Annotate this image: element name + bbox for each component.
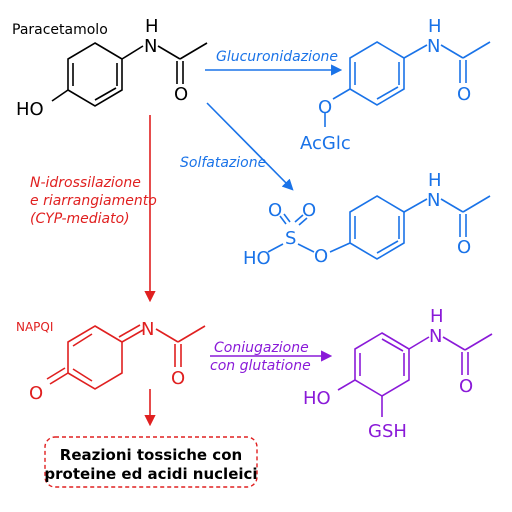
glutathione-label-line2: con glutatione xyxy=(210,358,311,374)
paracetamol-n: N xyxy=(144,36,157,57)
glucuronide-acglc: AcGlc xyxy=(300,133,351,154)
paracetamol-bond xyxy=(179,42,208,60)
sulfate-ring-double-bond xyxy=(376,240,399,254)
sulfate-s: S xyxy=(285,228,296,249)
sulfate-bond xyxy=(462,195,491,213)
glucuronide-bond xyxy=(332,88,351,100)
gsh-conjugate-ring-double-bond xyxy=(381,338,404,352)
gsh-conjugate-bond xyxy=(408,336,430,350)
glucuronide-molecule xyxy=(324,41,491,127)
napqi-quinone-ring xyxy=(67,325,123,390)
gsh-conjugate-bond xyxy=(464,333,493,351)
gsh-conjugate-bond xyxy=(337,379,356,391)
glucuronide-bond xyxy=(440,44,464,59)
glucuronide-ring-double-bond xyxy=(376,86,399,100)
sulfate-ho: HO xyxy=(243,248,271,269)
sulfate-bond xyxy=(329,242,351,253)
glucuronide-o-carbonyl: O xyxy=(457,84,471,105)
napqi-quinone-double-bond xyxy=(49,372,69,385)
paracetamol-bond xyxy=(121,45,144,60)
outcome-line2: proteine ed acidi nucleici xyxy=(44,465,257,483)
sulfate-so-double-bond xyxy=(294,214,304,223)
n-hydroxylation-label-line2: e riarrangiamento xyxy=(30,193,157,209)
sulfate-so-double-bond xyxy=(298,217,308,226)
sulfate-so-double-bond xyxy=(279,215,287,225)
sulfate-bond xyxy=(297,243,315,253)
sulfate-so-double-bond xyxy=(283,213,291,223)
paracetamol-ring-double-bond xyxy=(94,87,117,101)
glucuronide-h: H xyxy=(428,16,442,37)
gsh-conjugate-o-carbonyl: O xyxy=(459,376,473,397)
sulfate-bond xyxy=(440,198,464,213)
napqi-ring-double-bond xyxy=(72,333,93,347)
paracetamol-bond xyxy=(157,45,181,60)
glucuronide-benzene-ring xyxy=(349,41,405,106)
napqi-bond xyxy=(155,328,179,343)
gsh-conjugate-n: N xyxy=(429,326,442,347)
gsh-conjugate-ho: HO xyxy=(303,388,331,409)
sulfate-o-ether: O xyxy=(314,246,328,267)
paracetamol-ho: HO xyxy=(16,99,44,120)
sulfate-o-carbonyl: O xyxy=(457,237,471,258)
n-hydroxylation-label-line3: (CYP-mediato) xyxy=(30,211,130,227)
sulfate-molecule xyxy=(267,195,491,260)
paracetamol-benzene-ring xyxy=(67,42,123,107)
glutathione-label-line1: Coniugazione xyxy=(214,340,309,356)
glucuronide-bond xyxy=(462,41,491,59)
gsh-conjugate-benzene-ring xyxy=(354,332,410,397)
sulfate-h: H xyxy=(428,170,442,191)
sulfate-bond xyxy=(403,198,428,213)
napqi-imine-double-bond xyxy=(118,324,141,338)
napqi-quinone-double-bond xyxy=(46,367,66,380)
sulfation-arrow xyxy=(206,102,294,191)
paracetamol-o: O xyxy=(174,84,188,105)
glucuronide-n: N xyxy=(427,36,440,57)
napqi-o-carbonyl: O xyxy=(171,368,185,389)
sulfate-bond xyxy=(267,243,284,253)
gsh-conjugate-bond xyxy=(442,336,466,351)
sulfate-benzene-ring xyxy=(349,195,405,260)
outcome-line1: Reazioni tossiche con xyxy=(60,446,242,464)
gsh-conjugate-molecule xyxy=(337,332,493,417)
sulfate-n: N xyxy=(427,190,440,211)
paracetamol-label: Paracetamolo xyxy=(12,22,108,38)
glucuronide-bond xyxy=(403,44,428,59)
napqi-label: NAPQI xyxy=(16,320,53,334)
napqi-bond xyxy=(177,325,206,343)
sulfate-o1: O xyxy=(268,200,282,221)
napqi-molecule xyxy=(46,324,206,390)
napqi-n: N xyxy=(141,319,154,340)
gsh-conjugate-h: H xyxy=(430,306,444,327)
glucuronide-o-ether: O xyxy=(318,97,332,118)
paracetamol-bond xyxy=(51,89,69,102)
n-hydroxylation-label-line1: N-idrossilazione xyxy=(30,175,141,191)
paracetamol-molecule xyxy=(51,42,208,107)
napqi-o-quinone: O xyxy=(29,383,43,404)
paracetamol-h: H xyxy=(145,16,159,37)
napqi-imine-double-bond xyxy=(121,329,144,343)
sulfate-o2: O xyxy=(302,200,316,221)
glucuronidation-label: Glucuronidazione xyxy=(216,49,338,65)
sulfation-label: Solfatazione xyxy=(180,155,266,171)
gsh-conjugate-gsh: GSH xyxy=(368,421,407,442)
napqi-ring-double-bond xyxy=(72,368,93,382)
